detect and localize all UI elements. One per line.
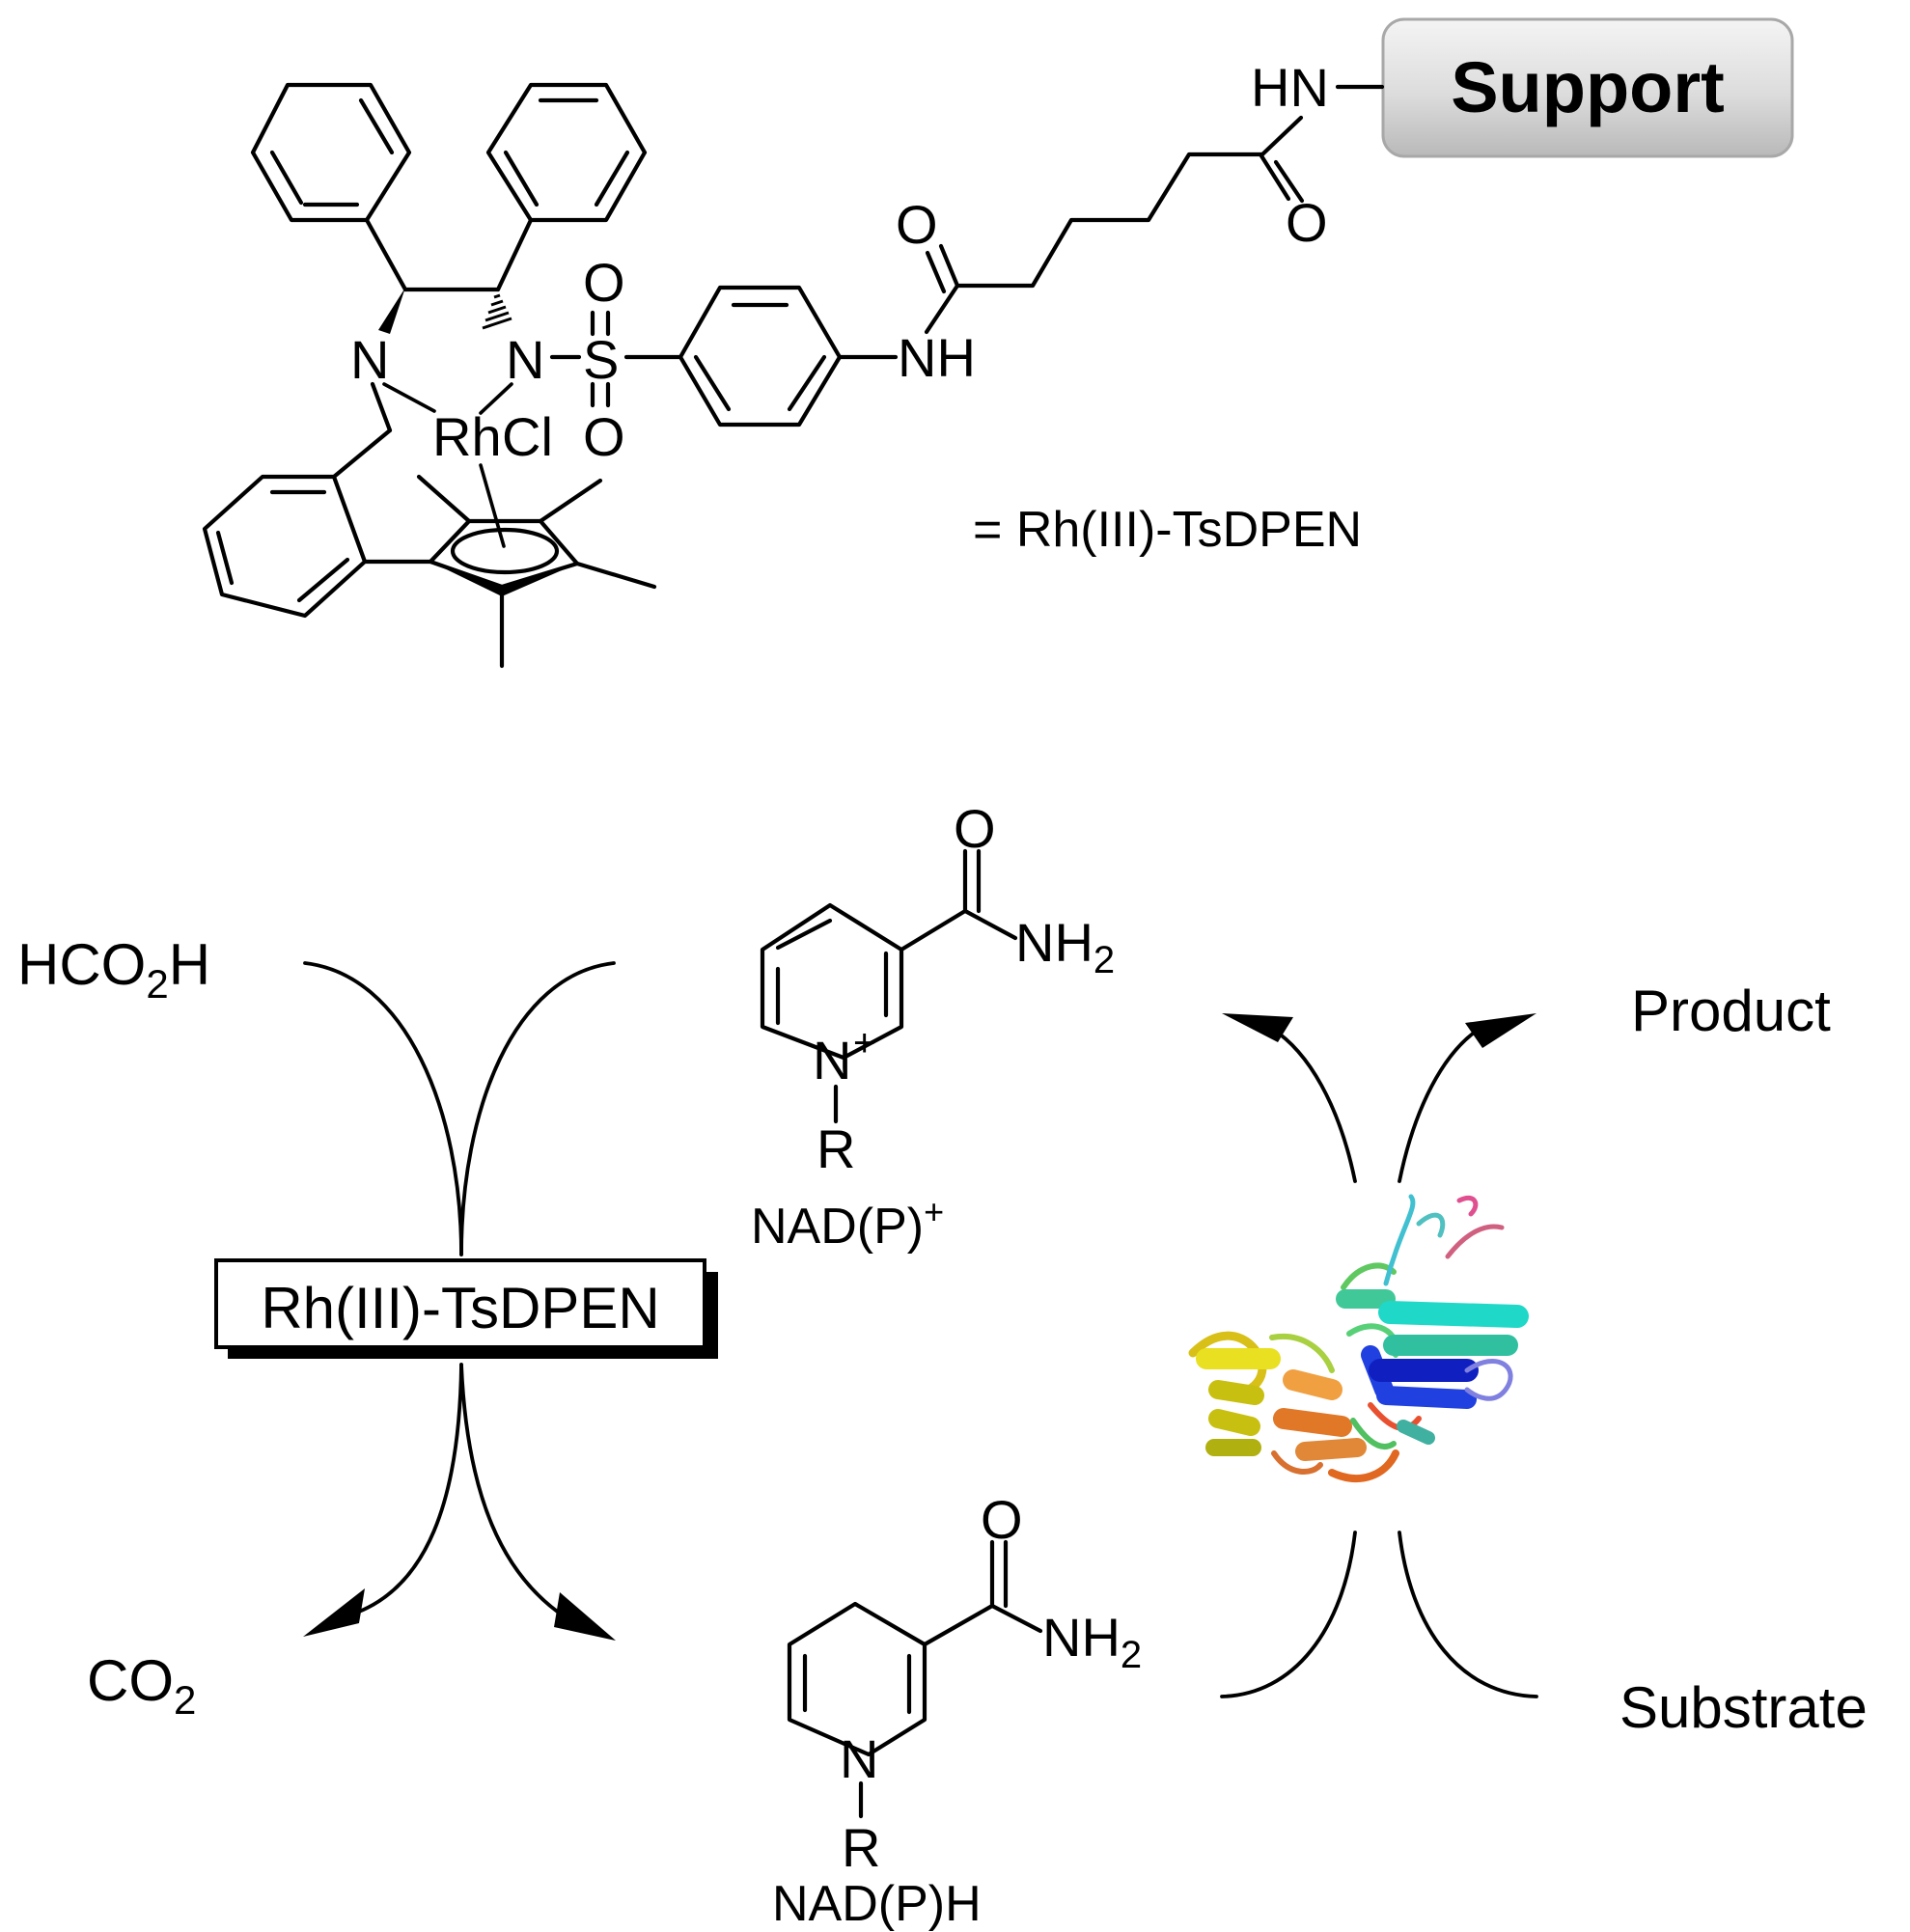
- product-arrowhead-left-icon: [1222, 1013, 1293, 1042]
- sulfonyl-s: S: [583, 329, 619, 390]
- nadp-ox-n: N: [813, 1030, 851, 1090]
- product-label: Product: [1631, 979, 1831, 1043]
- support-label: Support: [1451, 47, 1725, 127]
- rhodium-atom: Rh: [432, 406, 502, 467]
- nadph-name: NAD(P)H: [772, 1876, 982, 1932]
- catalyst-structure: Support HN O O NH S O O N: [202, 17, 1794, 669]
- substrate-label: Substrate: [1619, 1675, 1868, 1740]
- co2-out-arc: [357, 1363, 463, 1614]
- product-arrowhead-right-icon: [1465, 1013, 1536, 1048]
- nadph-nh2: NH2: [1042, 1607, 1142, 1676]
- nadp-ox-nh2: NH2: [1015, 912, 1115, 981]
- regeneration-cycle: HCO2H CO2 Rh(III)-TsDPEN O NH2 N: [17, 798, 1868, 1932]
- sulfonyl-o-bottom: O: [583, 406, 625, 467]
- substrate-arc-right: [1398, 1531, 1538, 1698]
- chloride-atom: Cl: [502, 406, 553, 467]
- amide-nh-mid: NH: [898, 327, 976, 388]
- nadp-ox-r: R: [817, 1118, 855, 1179]
- nadph-out-arc: [459, 1363, 567, 1619]
- product-arc-right: [1398, 1029, 1479, 1183]
- carbonyl-o-top: O: [1286, 192, 1328, 253]
- nadph-reduced-structure: O NH2 N R NAD(P)H: [772, 1489, 1142, 1932]
- formic-acid-label: HCO2H: [17, 932, 210, 1007]
- amide-nh-top: HN: [1251, 57, 1329, 118]
- nitrogen-sulfonamide: N: [506, 329, 544, 390]
- catalyst-equals-caption: = Rh(III)-TsDPEN: [973, 502, 1362, 558]
- nadp-ox-o: O: [954, 798, 996, 859]
- nadph-n: N: [840, 1728, 878, 1789]
- nadp-oxidized-structure: O NH2 N + R NAD(P)+: [751, 798, 1115, 1255]
- hcooh-in-arc: [303, 961, 463, 1256]
- nadp-ox-name: NAD(P)+: [751, 1192, 944, 1255]
- protein-ribbon-icon: [1188, 1194, 1529, 1483]
- sulfonyl-o-top: O: [583, 252, 625, 313]
- nitrogen-amine: N: [350, 329, 389, 390]
- nadp-ox-charge: +: [853, 1022, 875, 1064]
- nadph-r: R: [842, 1817, 880, 1878]
- nadp-in-arc: [459, 961, 616, 1256]
- carbonyl-o-mid: O: [896, 194, 938, 255]
- co2-label: CO2: [87, 1648, 196, 1723]
- co2-arrowhead-icon: [303, 1588, 365, 1637]
- nadph-arrowhead-icon: [554, 1592, 616, 1641]
- support-block: Support: [1381, 17, 1794, 158]
- catalyst-box-label: Rh(III)-TsDPEN: [261, 1276, 659, 1340]
- nadph-o: O: [981, 1489, 1023, 1550]
- catalyst-box: Rh(III)-TsDPEN: [214, 1258, 718, 1359]
- product-arc-left: [1270, 1027, 1357, 1183]
- cofactor-arc-left: [1220, 1531, 1357, 1698]
